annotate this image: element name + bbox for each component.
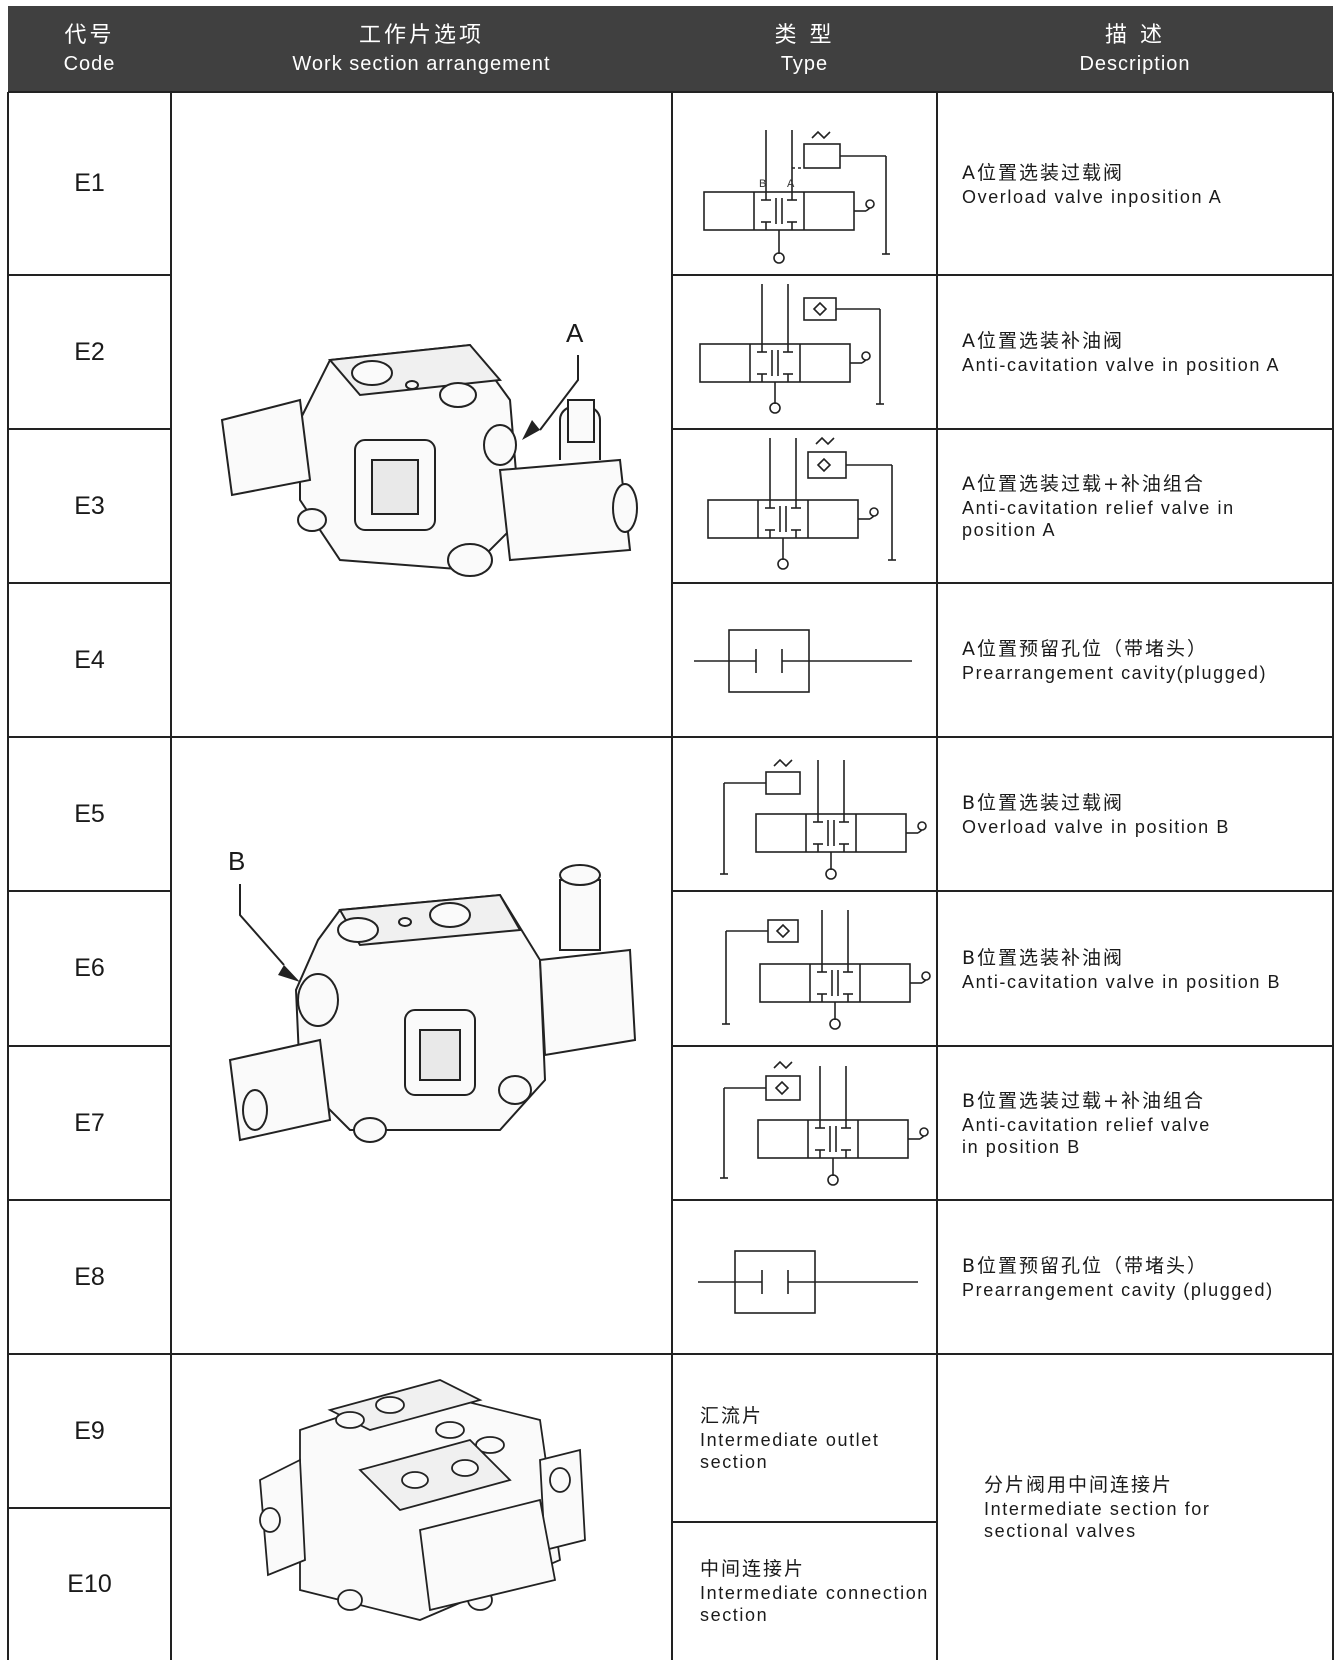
type-e10-zh: 中间连接片 bbox=[700, 1558, 806, 1580]
desc-e5-zh: B位置选装过载阀 bbox=[962, 792, 1125, 814]
desc-e4-en: Prearrangement cavity(plugged) bbox=[962, 663, 1268, 683]
desc-shared-en: Intermediate section for sectional valve… bbox=[984, 1499, 1211, 1541]
desc-e1-en: Overload valve inposition A bbox=[962, 186, 1223, 207]
symbol-check-b bbox=[722, 910, 931, 1030]
desc-e3: A位置选装过载+补油组合 Anti-cavitation relief valv… bbox=[950, 429, 1333, 583]
desc-e1: A位置选装过载阀 Overload valve inposition A bbox=[950, 92, 1333, 275]
callout-arrow-a bbox=[522, 420, 540, 440]
valve-drawing-b bbox=[228, 864, 637, 1143]
symbol-overload-b bbox=[720, 758, 927, 880]
desc-e3-en: Anti-cavitation relief valve in position… bbox=[962, 498, 1235, 540]
type-e9: 汇流片 Intermediate outlet section bbox=[672, 1354, 950, 1522]
header-work-section: 工作片选项 Work section arrangement bbox=[171, 6, 672, 92]
callout-label-a: A bbox=[566, 318, 584, 348]
desc-e6-en: Anti-cavitation valve in position B bbox=[962, 971, 1282, 992]
code-e2: E2 bbox=[74, 337, 105, 366]
type-e10: 中间连接片 Intermediate connection section bbox=[672, 1522, 950, 1660]
symbol-plugged-b bbox=[698, 1250, 918, 1314]
code-e6: E6 bbox=[74, 954, 105, 982]
symbol-check-a bbox=[699, 284, 884, 414]
symbol-combo-a bbox=[707, 436, 896, 570]
desc-e4-zh: A位置预留孔位（带堵头） bbox=[962, 638, 1208, 660]
desc-e6-zh: B位置选装补油阀 bbox=[962, 946, 1125, 969]
code-e4: E4 bbox=[74, 645, 105, 674]
symbol-plugged-a bbox=[694, 629, 912, 693]
desc-shared-zh: 分片阀用中间连接片 bbox=[984, 1474, 1174, 1496]
header-type: 类 型 Type bbox=[672, 6, 937, 92]
desc-e3-zh: A位置选装过载+补油组合 bbox=[962, 473, 1205, 495]
header-work-zh: 工作片选项 bbox=[358, 23, 484, 48]
port-label-a: A bbox=[787, 178, 795, 190]
code-e8: E8 bbox=[74, 1262, 105, 1291]
header-desc-zh: 描 述 bbox=[1105, 23, 1165, 48]
code-e10: E10 bbox=[67, 1569, 112, 1598]
header-code-en: Code bbox=[63, 53, 116, 75]
header-code-zh: 代号 bbox=[64, 23, 115, 48]
header-code: 代号 Code bbox=[8, 6, 171, 92]
header-type-en: Type bbox=[780, 53, 829, 75]
desc-e2-en: Anti-cavitation valve in position A bbox=[962, 355, 1281, 375]
callout-line-b bbox=[239, 884, 285, 966]
desc-e7: B位置选装过载+补油组合 Anti-cavitation relief valv… bbox=[950, 1046, 1333, 1200]
type-e9-en: Intermediate outlet section bbox=[700, 1430, 880, 1472]
port-label-b: B bbox=[759, 178, 766, 190]
desc-e9-e10-shared: 分片阀用中间连接片 Intermediate section for secti… bbox=[950, 1354, 1333, 1660]
valve-drawing-a bbox=[220, 343, 638, 577]
header-desc-en: Description bbox=[1079, 53, 1191, 75]
type-e10-en: Intermediate connection section bbox=[700, 1583, 929, 1625]
table-header bbox=[8, 6, 1333, 92]
desc-e1-zh: A位置选装过载阀 bbox=[962, 161, 1124, 184]
header-work-en: Work section arrangement bbox=[292, 53, 551, 75]
code-e9: E9 bbox=[74, 1416, 105, 1445]
valve-drawing-sectional bbox=[259, 1379, 586, 1621]
callout-line-a bbox=[539, 355, 579, 431]
desc-e6: B位置选装补油阀 Anti-cavitation valve in positi… bbox=[950, 891, 1333, 1046]
desc-e5: B位置选装过载阀 Overload valve in position B bbox=[950, 737, 1333, 891]
code-e1: E1 bbox=[74, 169, 105, 197]
code-e5: E5 bbox=[74, 799, 105, 828]
callout-label-b: B bbox=[228, 846, 245, 876]
desc-e5-en: Overload valve in position B bbox=[962, 817, 1230, 837]
code-e7: E7 bbox=[74, 1108, 105, 1137]
desc-e2: A位置选装补油阀 Anti-cavitation valve in positi… bbox=[950, 275, 1333, 429]
symbol-overload-a bbox=[703, 130, 890, 264]
header-description: 描 述 Description bbox=[937, 6, 1333, 92]
desc-e8-en: Prearrangement cavity (plugged) bbox=[962, 1280, 1274, 1300]
desc-e7-zh: B位置选装过载+补油组合 bbox=[962, 1090, 1205, 1112]
desc-e8: B位置预留孔位（带堵头） Prearrangement cavity (plug… bbox=[950, 1200, 1333, 1354]
header-type-zh: 类 型 bbox=[774, 23, 835, 48]
desc-e7-en: Anti-cavitation relief valve in position… bbox=[962, 1115, 1211, 1157]
code-e3: E3 bbox=[74, 491, 105, 520]
callout-arrow-b bbox=[278, 965, 300, 982]
desc-e4: A位置预留孔位（带堵头） Prearrangement cavity(plugg… bbox=[950, 583, 1333, 737]
desc-e2-zh: A位置选装补油阀 bbox=[962, 330, 1124, 352]
desc-e8-zh: B位置预留孔位（带堵头） bbox=[962, 1255, 1209, 1277]
type-e9-zh: 汇流片 bbox=[700, 1405, 764, 1427]
symbol-combo-b bbox=[720, 1060, 929, 1186]
